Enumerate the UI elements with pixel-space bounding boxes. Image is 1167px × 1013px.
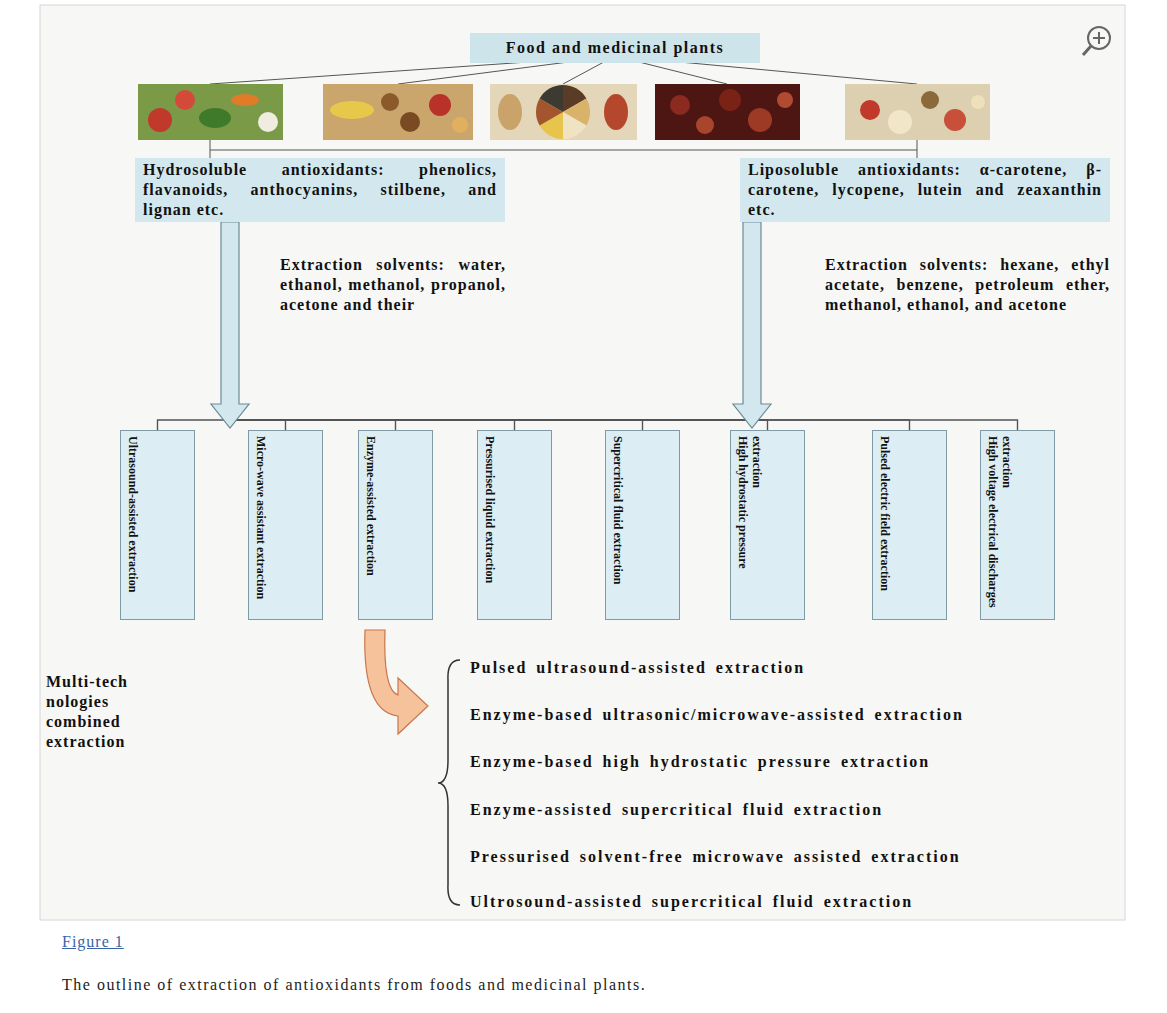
hollow-arrow [211,222,249,428]
food-photo [452,117,468,133]
connector-line [230,222,1018,430]
food-photo [429,94,451,116]
method-item: Pressurised solvent-free microwave assis… [470,847,961,867]
connector-line [643,222,753,430]
food-photo [845,84,990,140]
box-text: Liposoluble antioxidants: α-carotene, β-… [748,160,1102,220]
connector-line [230,222,910,430]
food-photo [860,100,880,120]
food-photo [540,85,563,112]
box-text: Pulsed electric field extraction [878,436,892,614]
method-item: Enzyme-assisted supercritical fluid extr… [470,800,883,820]
food-photo [888,110,912,134]
connector-line [752,222,910,430]
figure-caption: The outline of extraction of antioxidant… [62,975,646,995]
method-item: Enzyme-based ultrasonic/microwave-assist… [470,705,964,725]
connector-line [230,222,396,430]
food-photo [748,108,772,132]
food-photo [381,93,399,111]
food-photo [400,112,420,132]
connector-line [158,222,231,430]
figure-number: Figure 1 [62,932,124,952]
connector-line [286,222,753,430]
food-photo [330,101,374,119]
method-box: Ultrasound-assisted extraction [120,430,195,620]
hollow-arrow [733,222,771,428]
connector-line [230,222,515,430]
food-photo [563,112,586,139]
box-text: Food and medicinal plants [478,38,752,58]
box-text: High voltage electrical discharges extra… [986,436,1014,614]
connector-line [515,222,753,430]
food-photo [777,92,793,108]
food-photo [138,84,283,140]
connector-line [230,222,643,430]
food-photo [490,84,637,140]
group-label: Multi-tech nologies combined extraction [46,672,144,752]
food-photo [655,84,800,140]
solvent-note: Extraction solvents: hexane, ethyl aceta… [825,255,1110,315]
food-photo [971,95,985,109]
method-box: Pulsed electric field extraction [872,430,947,620]
box-text: Hydrosoluble antioxidants: phenolics, fl… [143,160,497,220]
food-photo [921,91,939,109]
food-photo [199,108,231,128]
method-item: Enzyme-based high hydrostatic pressure e… [470,752,930,772]
food-photo [719,89,741,111]
curly-brace [438,660,460,905]
food-photo [175,90,195,110]
method-item: Ultrosound-assisted supercritical fluid … [470,892,913,912]
figure-panel [40,5,1125,920]
connector-line [396,222,753,430]
zoom-icon [1098,32,1100,44]
category-box: Hydrosoluble antioxidants: phenolics, fl… [135,158,505,222]
food-photo [498,94,522,130]
method-box: Enzyme-assisted extraction [358,430,433,620]
connector-line [752,222,1018,430]
method-box: Supercritical fluid extraction [605,430,680,620]
box-text: Micro-wave assistant extraction [254,436,268,614]
title-box: Food and medicinal plants [470,33,760,63]
zoom-icon [1083,46,1091,55]
food-photo [696,116,714,134]
bracket-line [210,140,917,150]
method-box: High hydrostatic pressure extraction [730,430,805,620]
method-box: Pressurised liquid extraction [477,430,552,620]
food-photo [148,108,172,132]
method-box: Micro-wave assistant extraction [248,430,323,620]
food-photo [944,109,966,131]
food-photo [231,94,259,106]
food-photo [258,112,278,132]
food-photo [670,95,690,115]
box-text: High hydrostatic pressure extraction [736,436,764,614]
connector-line [158,222,753,430]
category-box: Liposoluble antioxidants: α-carotene, β-… [740,158,1110,222]
curved-arrow [365,630,428,734]
box-text: Supercritical fluid extraction [611,436,625,614]
box-text: Pressurised liquid extraction [483,436,497,614]
method-item: Pulsed ultrasound-assisted extraction [470,658,805,678]
food-photo [323,84,473,140]
box-text: Ultrasound-assisted extraction [126,436,140,614]
food-photo [604,94,628,130]
method-box: High voltage electrical discharges extra… [980,430,1055,620]
zoom-icon [1088,27,1110,49]
connector-line [230,222,768,430]
box-text: Enzyme-assisted extraction [364,436,378,614]
solvent-note: Extraction solvents: water, ethanol, met… [280,255,506,315]
